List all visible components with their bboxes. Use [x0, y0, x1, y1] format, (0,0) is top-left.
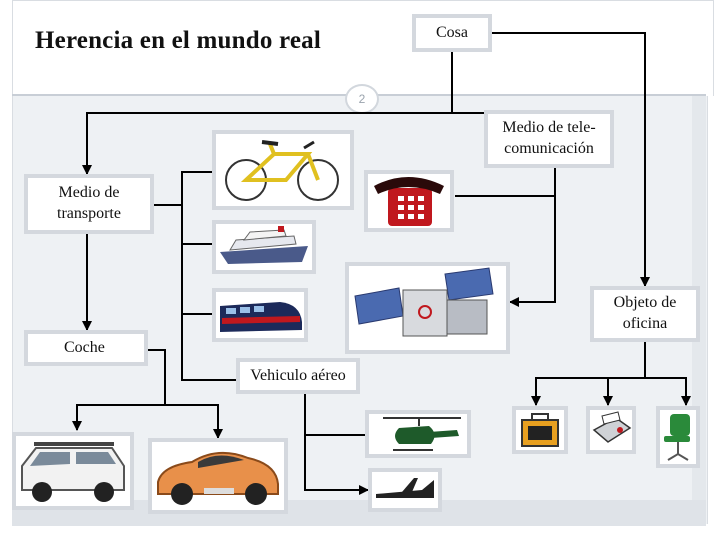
telephone-icon	[374, 177, 444, 226]
telephone-image	[364, 170, 454, 232]
slide-title: Herencia en el mundo real	[35, 27, 321, 54]
helicopter-icon	[383, 417, 461, 451]
node-oficina-label: Objeto de oficina	[613, 294, 677, 332]
bicycle-image	[212, 130, 354, 210]
node-telecom-label: Medio de tele- comunicación	[502, 119, 596, 157]
office-chair-icon	[664, 414, 690, 461]
slide-header: Herencia en el mundo real	[12, 0, 714, 96]
node-transporte: Medio de transporte	[24, 174, 154, 234]
ship-icon	[220, 226, 308, 264]
node-aereo-label: Vehiculo aéreo	[250, 366, 346, 384]
suv-image	[12, 432, 134, 510]
satellite-icon	[354, 267, 494, 337]
toolbox-image	[512, 406, 568, 454]
node-transporte-label: Medio de transporte	[57, 184, 121, 222]
node-oficina: Objeto de oficina	[590, 286, 700, 342]
helicopter-image	[365, 410, 471, 458]
satellite-image	[345, 262, 510, 354]
fax-icon	[592, 411, 632, 443]
node-aereo: Vehiculo aéreo	[236, 358, 360, 394]
train-icon	[220, 302, 302, 332]
node-cosa: Cosa	[412, 14, 492, 52]
node-coche-label: Coche	[64, 338, 105, 356]
node-coche: Coche	[24, 330, 148, 366]
node-cosa-label: Cosa	[436, 23, 468, 41]
page-number: 2	[345, 84, 379, 114]
sports-car-image	[148, 438, 288, 514]
fax-image	[586, 406, 636, 454]
bicycle-icon	[225, 140, 339, 201]
jet-icon	[376, 478, 434, 498]
ship-image	[212, 220, 316, 274]
toolbox-icon	[521, 413, 559, 447]
suv-icon	[21, 442, 125, 502]
train-image	[212, 288, 308, 342]
jet-image	[368, 468, 442, 512]
sports-car-icon	[157, 451, 279, 505]
node-telecom: Medio de tele- comunicación	[484, 110, 614, 168]
office-chair-image	[656, 406, 700, 468]
